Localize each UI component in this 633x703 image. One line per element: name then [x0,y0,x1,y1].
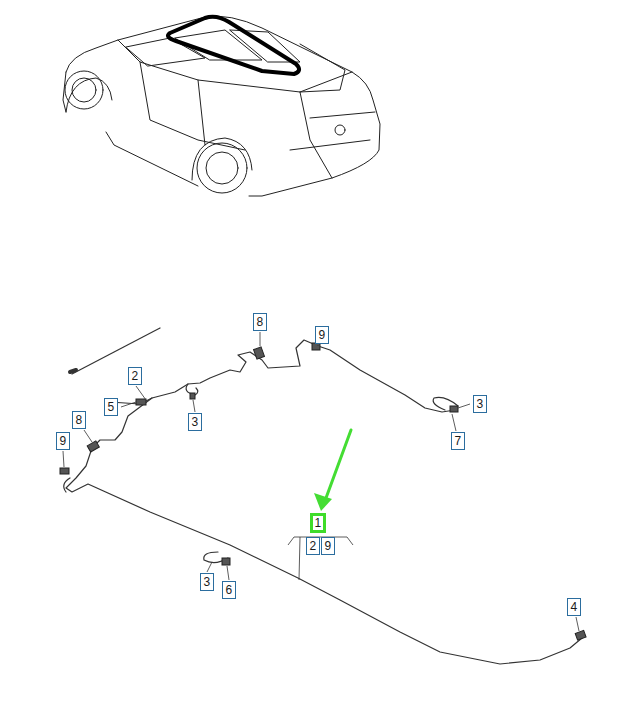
callout-number: 2 [128,367,143,385]
callout-number: 3 [200,573,215,591]
leader-lines [63,332,579,631]
callout-number: 2 [306,537,321,555]
callout-number: 9 [315,326,330,344]
callout-number: 1 [310,513,327,533]
callout-number: 8 [72,411,87,429]
pointer-arrow [314,430,351,511]
callout-number: 3 [473,395,488,413]
hoses [64,328,582,664]
callout-number: 6 [222,581,237,599]
callout-number: 7 [451,432,466,450]
callout-number: 9 [321,537,336,555]
callout-number: 3 [188,413,203,431]
callout-number: 5 [104,398,119,416]
car-drawing [63,16,380,196]
sunroof-outline [168,17,299,74]
callout-number: 8 [253,313,268,331]
connectors [60,343,586,640]
callout-number: 9 [56,432,71,450]
callout-number: 4 [567,598,582,616]
